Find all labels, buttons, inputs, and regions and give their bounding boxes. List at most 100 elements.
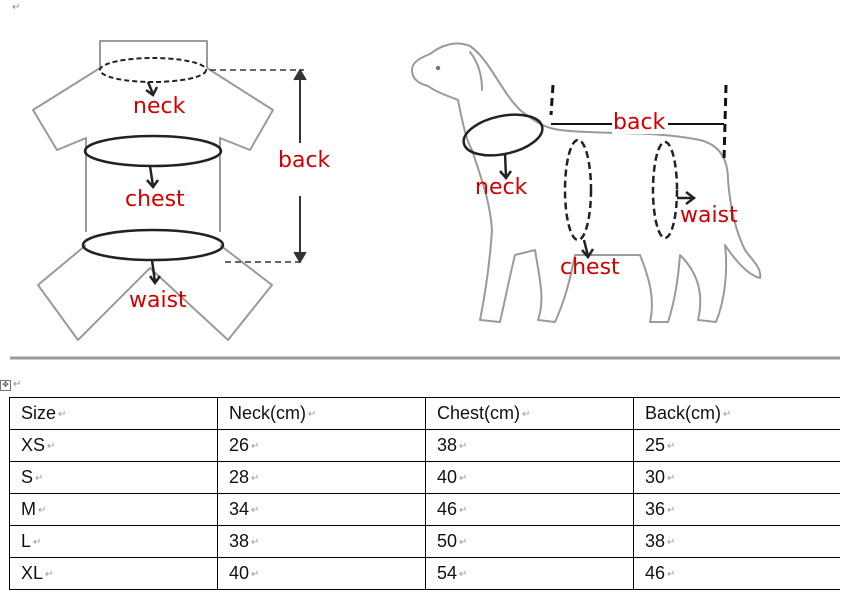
- table-header-row: Size↵Neck(cm)↵Chest(cm)↵Back(cm)↵: [9, 397, 840, 430]
- dog-waist-label: waist: [680, 203, 738, 228]
- dog-waist-ring: [651, 140, 679, 240]
- cell-back[interactable]: 38↵: [633, 525, 840, 558]
- dog-labels: neck chest waist back: [475, 110, 738, 280]
- dog-arrows: [499, 152, 697, 260]
- cell-text: Back(cm): [645, 403, 721, 423]
- cell-end-mark: ↵: [667, 440, 676, 452]
- cell-text: 26: [229, 435, 250, 455]
- header-cell-size[interactable]: Size↵: [9, 397, 218, 430]
- paragraph-mark-table: ↵: [13, 379, 22, 390]
- table-row: XS↵26↵38↵25↵: [9, 429, 840, 462]
- cell-chest[interactable]: 50↵: [425, 525, 634, 558]
- size-table: Size↵Neck(cm)↵Chest(cm)↵Back(cm)↵XS↵26↵3…: [9, 397, 840, 590]
- shirt-waist-ring: [81, 228, 225, 262]
- cell-text: 54: [437, 563, 458, 583]
- cell-back[interactable]: 25↵: [633, 429, 840, 462]
- cell-text: XS: [21, 435, 46, 455]
- table-row: XL↵40↵54↵46↵: [9, 557, 840, 590]
- cell-text: L: [21, 531, 32, 551]
- cell-size[interactable]: XS↵: [9, 429, 218, 462]
- cell-text: 34: [229, 499, 250, 519]
- cell-end-mark: ↵: [251, 440, 260, 452]
- cell-neck[interactable]: 26↵: [217, 429, 426, 462]
- header-cell-neck[interactable]: Neck(cm)↵: [217, 397, 426, 430]
- cell-text: 28: [229, 467, 250, 487]
- cell-end-mark: ↵: [58, 408, 67, 420]
- cell-end-mark: ↵: [667, 472, 676, 484]
- shirt-back-label: back: [278, 148, 331, 173]
- cell-end-mark: ↵: [251, 472, 260, 484]
- cell-size[interactable]: S↵: [9, 461, 218, 494]
- dog-neck-label: neck: [475, 175, 528, 200]
- cell-text: Size: [21, 403, 57, 423]
- cell-end-mark: ↵: [667, 504, 676, 516]
- cell-size[interactable]: L↵: [9, 525, 218, 558]
- measurement-diagram: neck chest waist back neck chest waist b…: [10, 40, 840, 360]
- cell-neck[interactable]: 40↵: [217, 557, 426, 590]
- cell-end-mark: ↵: [35, 472, 44, 484]
- paragraph-mark-top: ↵: [12, 2, 21, 13]
- cell-back[interactable]: 36↵: [633, 493, 840, 526]
- cell-text: 40: [437, 467, 458, 487]
- cell-text: 36: [645, 499, 666, 519]
- cell-chest[interactable]: 46↵: [425, 493, 634, 526]
- cell-end-mark: ↵: [251, 568, 260, 580]
- cell-neck[interactable]: 38↵: [217, 525, 426, 558]
- cell-end-mark: ↵: [38, 504, 47, 516]
- cell-neck[interactable]: 34↵: [217, 493, 426, 526]
- cell-end-mark: ↵: [33, 536, 42, 548]
- cell-end-mark: ↵: [251, 504, 260, 516]
- shirt-back-guide: [210, 68, 307, 264]
- cell-text: 46: [437, 499, 458, 519]
- table-row: M↵34↵46↵36↵: [9, 493, 840, 526]
- cell-text: 40: [229, 563, 250, 583]
- cell-end-mark: ↵: [459, 536, 468, 548]
- size-table-container: Size↵Neck(cm)↵Chest(cm)↵Back(cm)↵XS↵26↵3…: [9, 397, 840, 592]
- cell-end-mark: ↵: [459, 568, 468, 580]
- cell-size[interactable]: M↵: [9, 493, 218, 526]
- cell-end-mark: ↵: [47, 440, 56, 452]
- cell-end-mark: ↵: [459, 440, 468, 452]
- cell-text: 50: [437, 531, 458, 551]
- table-move-handle-icon[interactable]: ✥: [0, 380, 11, 391]
- shirt-labels: neck chest waist back: [125, 94, 331, 313]
- cell-text: 38: [437, 435, 458, 455]
- cell-back[interactable]: 46↵: [633, 557, 840, 590]
- header-cell-back[interactable]: Back(cm)↵: [633, 397, 840, 430]
- cell-back[interactable]: 30↵: [633, 461, 840, 494]
- cell-chest[interactable]: 54↵: [425, 557, 634, 590]
- cell-end-mark: ↵: [459, 472, 468, 484]
- cell-end-mark: ↵: [459, 504, 468, 516]
- cell-text: XL: [21, 563, 44, 583]
- cell-text: S: [21, 467, 34, 487]
- cell-chest[interactable]: 38↵: [425, 429, 634, 462]
- table-row: L↵38↵50↵38↵: [9, 525, 840, 558]
- shirt-chest-ring: [83, 134, 223, 168]
- cell-text: 30: [645, 467, 666, 487]
- size-table-body: Size↵Neck(cm)↵Chest(cm)↵Back(cm)↵XS↵26↵3…: [9, 397, 840, 590]
- shirt-waist-label: waist: [129, 288, 187, 313]
- cell-end-mark: ↵: [522, 408, 531, 420]
- cell-neck[interactable]: 28↵: [217, 461, 426, 494]
- cell-text: 38: [645, 531, 666, 551]
- cell-end-mark: ↵: [723, 408, 732, 420]
- cell-text: Chest(cm): [437, 403, 521, 423]
- cell-end-mark: ↵: [667, 568, 676, 580]
- shirt-chest-label: chest: [125, 187, 185, 212]
- cell-text: Neck(cm): [229, 403, 306, 423]
- cell-text: 25: [645, 435, 666, 455]
- dog-chest-label: chest: [560, 255, 620, 280]
- dog-neck-ring: [462, 113, 544, 157]
- cell-end-mark: ↵: [251, 536, 260, 548]
- cell-text: 38: [229, 531, 250, 551]
- cell-chest[interactable]: 40↵: [425, 461, 634, 494]
- dog-measure-rings: [462, 113, 679, 242]
- dog-back-label: back: [613, 110, 666, 135]
- header-cell-chest[interactable]: Chest(cm)↵: [425, 397, 634, 430]
- dog-illustration: [411, 42, 762, 323]
- dog-chest-ring: [563, 138, 593, 242]
- shirt-measure-rings: [81, 57, 225, 262]
- shirt-illustration: [32, 40, 274, 341]
- cell-end-mark: ↵: [308, 408, 317, 420]
- cell-size[interactable]: XL↵: [9, 557, 218, 590]
